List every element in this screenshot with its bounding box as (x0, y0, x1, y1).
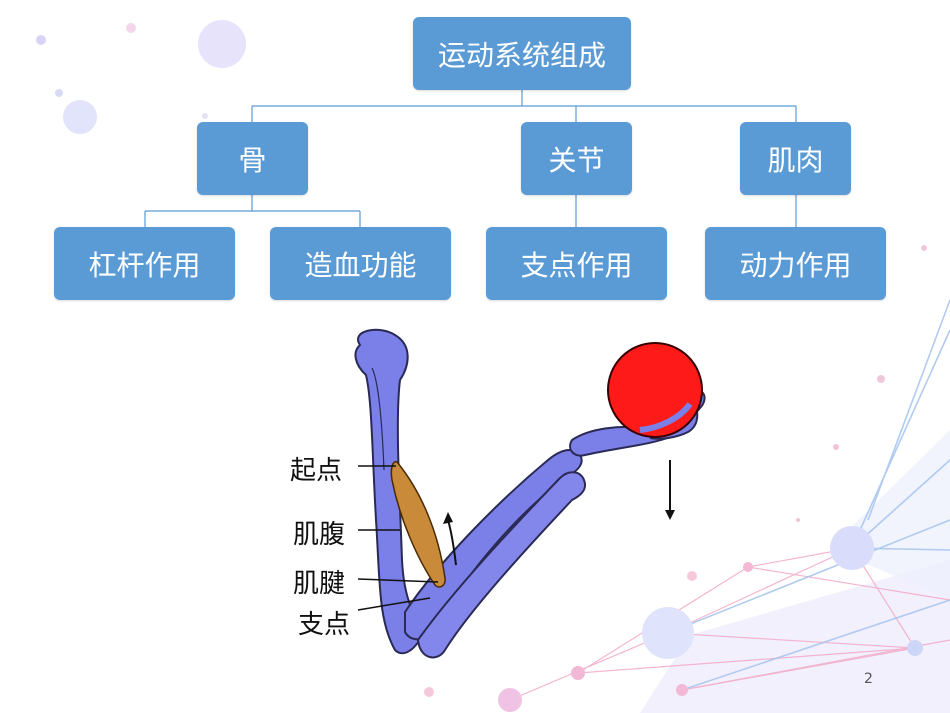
leaf-power: 动力作用 (705, 227, 886, 300)
node-muscle: 肌肉 (740, 122, 851, 195)
forearm-ulna (416, 471, 586, 659)
label-fulcrum: 支点 (298, 610, 351, 640)
leaf-lever: 杠杆作用 (54, 227, 235, 300)
label-origin: 起点 (290, 456, 343, 486)
leaf-fulcrum: 支点作用 (486, 227, 667, 300)
node-bone: 骨 (197, 122, 308, 195)
biceps-muscle (390, 460, 446, 588)
label-tendon: 肌腱 (293, 569, 346, 599)
leaf-hematopoiesis: 造血功能 (270, 227, 451, 300)
ball (607, 342, 703, 438)
node-joint: 关节 (521, 122, 632, 195)
label-belly: 肌腹 (293, 520, 346, 550)
root-node: 运动系统组成 (413, 17, 631, 90)
page-number: 2 (864, 671, 873, 687)
contraction-arrow (447, 519, 457, 566)
